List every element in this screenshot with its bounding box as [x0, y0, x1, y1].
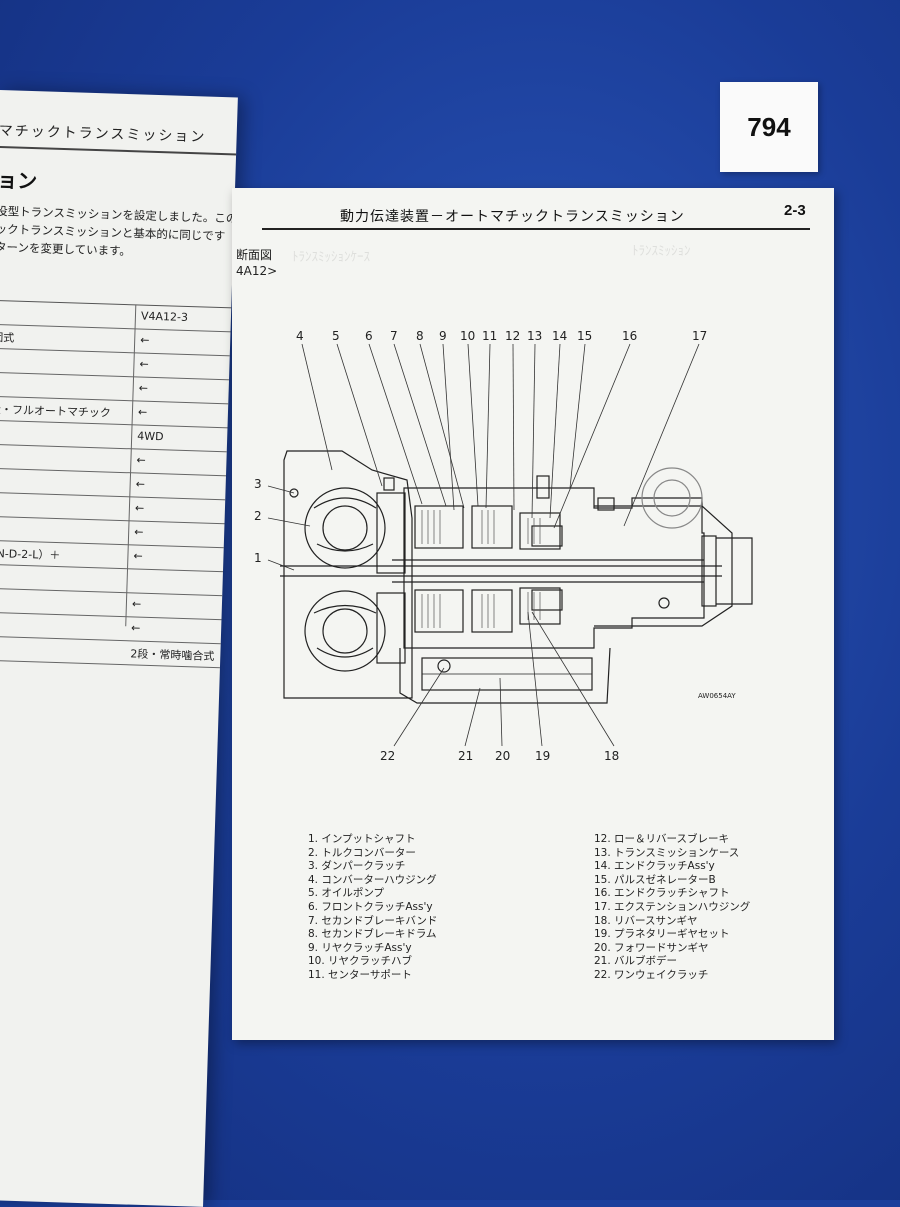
- spec-table: V4A12-3 団式 ← ← ← 段・フルオートマチック ← 4WD ← ← ← ← R-N-D-2-L…: [0, 299, 234, 669]
- spec-value: ←: [133, 525, 144, 539]
- transmission-cross-section-diagram: [267, 343, 753, 747]
- callout-20: 20: [495, 749, 511, 763]
- callout-2: 2: [254, 509, 262, 523]
- part-item: 15. パルスゼネレーターB: [594, 873, 716, 886]
- spec-label: 団式: [0, 330, 15, 345]
- subtitle-section: 断面図: [236, 248, 273, 262]
- part-item: 21. バルブボデー: [594, 955, 678, 968]
- bleed-through-text: ﾄﾗﾝｽﾐｯｼｮﾝｹｰｽ: [292, 250, 370, 265]
- spec-value: ←: [135, 477, 146, 491]
- part-item: 12. ロー＆リバースブレーキ: [594, 833, 730, 845]
- part-item: 6. フロントクラッチAss'y: [308, 900, 433, 913]
- callout-16: 16: [622, 329, 638, 343]
- callout-7: 7: [390, 329, 398, 343]
- part-item: 20. フォワードサンギヤ: [594, 941, 709, 954]
- part-item: 16. エンドクラッチシャフト: [594, 887, 730, 900]
- callout-13: 13: [527, 329, 543, 343]
- spec-label: 段・フルオートマチック: [0, 402, 112, 420]
- spec-value: ←: [137, 405, 148, 419]
- figure-code: AW0654AY: [698, 692, 736, 700]
- spec-value: ←: [131, 597, 142, 611]
- part-item: 9. リヤクラッチAss'y: [308, 941, 412, 954]
- page-title: 動力伝達装置－オートマチックトランスミッション: [340, 209, 685, 225]
- spec-value: ←: [138, 381, 149, 395]
- callout-17: 17: [692, 329, 708, 343]
- part-item: 3. ダンパークラッチ: [308, 860, 406, 873]
- page-number: 2-3: [784, 202, 806, 219]
- callout-12: 12: [505, 329, 521, 343]
- spec-value: 4WD: [136, 429, 164, 444]
- callout-11: 11: [482, 329, 498, 343]
- number-tag: 794: [720, 82, 818, 172]
- part-item: 11. センターサポート: [308, 968, 412, 981]
- callout-21: 21: [458, 749, 474, 763]
- title-rule: [262, 228, 810, 230]
- spec-value: 2段・常時噛合式: [130, 647, 215, 664]
- part-item: 4. コンバーターハウジング: [308, 873, 437, 886]
- part-item: 5. オイルポンプ: [308, 887, 385, 900]
- spec-value: ←: [139, 357, 149, 371]
- callout-10: 10: [460, 329, 476, 343]
- subtitle-model: 4A12>: [236, 264, 278, 278]
- right-page: ﾄﾗﾝｽﾐｯｼｮﾝ ﾄﾗﾝｽﾐｯｼｮﾝｹｰｽ 動力伝達装置－オートマチックトラン…: [232, 188, 834, 1040]
- left-page-header: マチックトランスミッション: [0, 122, 207, 146]
- left-paragraph: 没型トランスミッションを設定しました。この ックトランスミッションと基本的に同じ…: [0, 202, 238, 264]
- spec-value: V4A12-3: [140, 309, 189, 325]
- spec-value: ←: [134, 501, 145, 515]
- callout-1: 1: [254, 551, 262, 565]
- spec-value: ←: [140, 333, 150, 347]
- spec-value: ←: [136, 453, 146, 467]
- callout-18: 18: [604, 749, 620, 763]
- part-item: 14. エンドクラッチAss'y: [594, 860, 715, 873]
- callout-14: 14: [552, 329, 568, 343]
- callout-3: 3: [254, 477, 262, 491]
- parts-list-left: 1. インプットシャフト 2. トルクコンバーター 3. ダンパークラッチ 4.…: [308, 833, 437, 983]
- part-item: 18. リバースサンギヤ: [594, 914, 698, 927]
- part-item: 8. セカンドブレーキドラム: [308, 928, 437, 941]
- bleed-through-text: ﾄﾗﾝｽﾐｯｼｮﾝ: [632, 244, 691, 259]
- spec-value: ←: [130, 621, 141, 635]
- callout-19: 19: [535, 749, 551, 763]
- callout-15: 15: [577, 329, 593, 343]
- part-item: 22. ワンウェイクラッチ: [594, 968, 709, 981]
- part-item: 2. トルクコンバーター: [308, 846, 416, 859]
- left-page: マチックトランスミッション ョン 没型トランスミッションを設定しました。この ッ…: [0, 90, 238, 1207]
- part-item: 19. プラネタリーギヤセット: [594, 928, 730, 941]
- part-item: 1. インプットシャフト: [308, 833, 416, 845]
- spec-label: R-N-D-2-L）＋: [0, 546, 61, 563]
- part-item: 10. リヤクラッチハブ: [308, 955, 413, 968]
- callout-5: 5: [332, 329, 340, 343]
- parts-list-right: 12. ロー＆リバースブレーキ 13. トランスミッションケース 14. エンド…: [594, 833, 750, 983]
- header-rule: [0, 145, 238, 156]
- callout-9: 9: [439, 329, 447, 343]
- callout-22: 22: [380, 749, 396, 763]
- part-item: 17. エクステンションハウジング: [594, 900, 751, 913]
- callout-6: 6: [365, 329, 373, 343]
- part-item: 7. セカンドブレーキバンド: [308, 914, 438, 927]
- tag-number: 794: [747, 112, 791, 142]
- callout-8: 8: [416, 329, 424, 343]
- callout-4: 4: [296, 329, 304, 343]
- left-section-title: ョン: [0, 167, 38, 194]
- part-item: 13. トランスミッションケース: [594, 846, 740, 859]
- spec-value: ←: [133, 549, 143, 563]
